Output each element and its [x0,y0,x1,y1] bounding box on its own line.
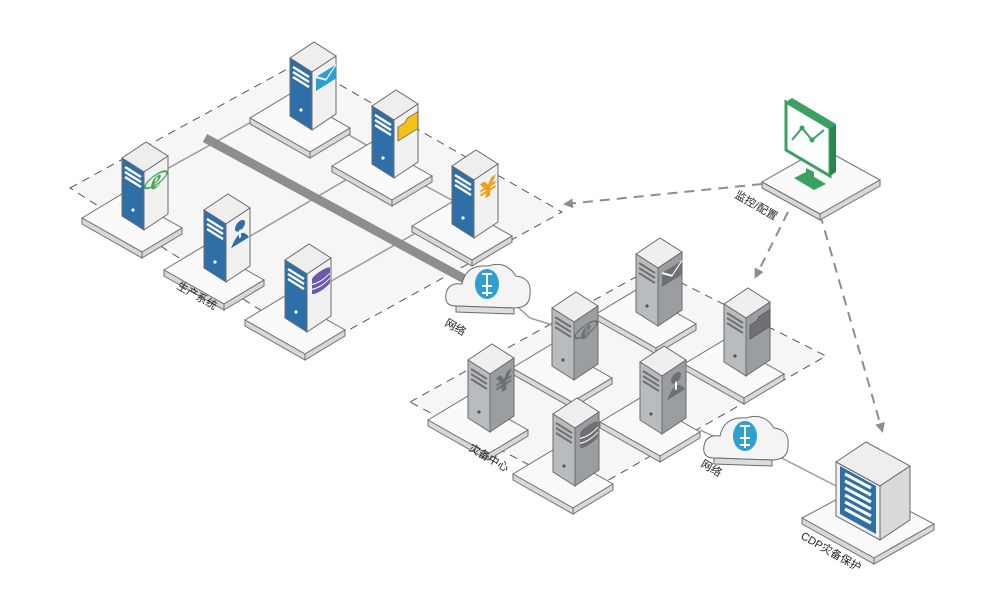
label-network-1: 网络 [443,315,469,338]
monitor-station [760,98,882,221]
backbone-bus [202,134,473,286]
arrow-to-production [563,183,763,209]
network-cloud-2 [702,415,790,467]
cdp-storage [800,441,936,565]
monitor-icon [784,98,836,190]
arrow-to-cdp [819,213,885,433]
arrow-to-dr-center [754,211,789,279]
